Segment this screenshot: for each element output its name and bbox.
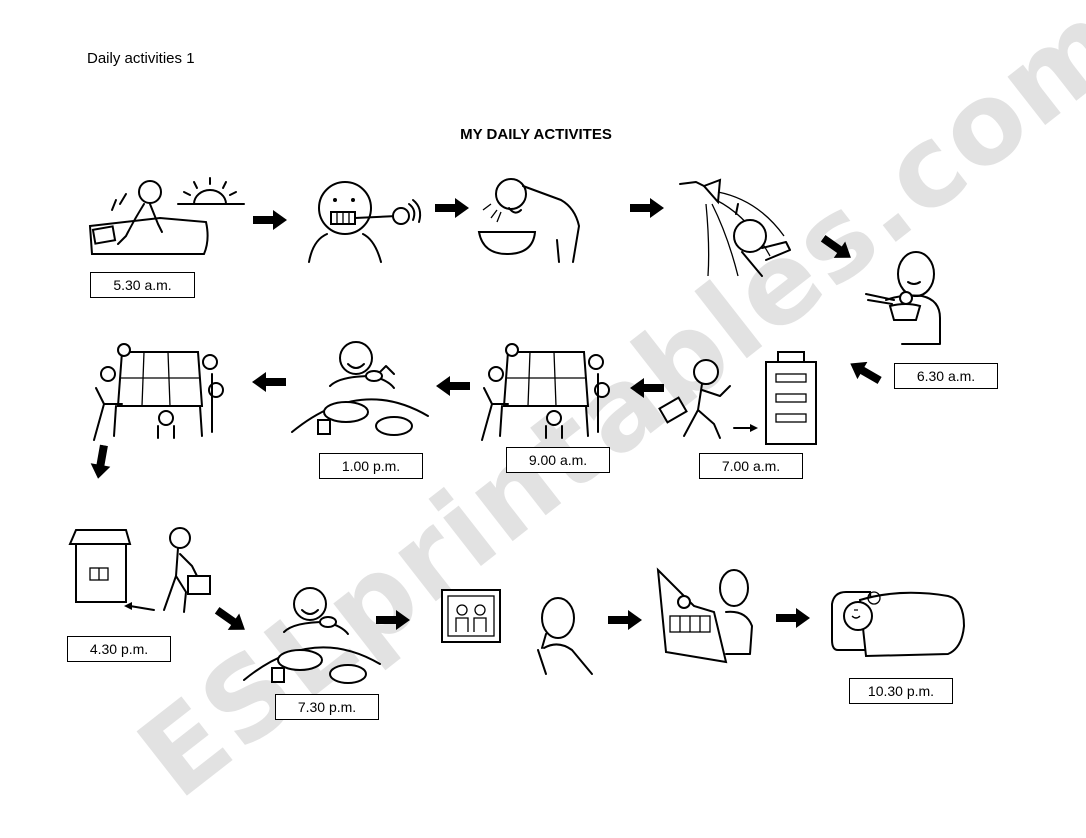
- wake-up-icon: [86, 174, 246, 260]
- arrow-icon: [436, 376, 470, 396]
- arrow-icon: [88, 444, 114, 481]
- shower-icon: [678, 176, 800, 280]
- time-label: 6.30 a.m.: [894, 363, 998, 389]
- time-label: 7.30 p.m.: [275, 694, 379, 720]
- read-newspaper-icon: [654, 566, 758, 666]
- sleep-icon: [830, 586, 966, 660]
- arrow-icon: [608, 610, 642, 630]
- arrow-icon: [253, 210, 287, 230]
- meeting-icon: [88, 343, 228, 441]
- watch-tv-icon: [440, 588, 596, 678]
- time-label: 4.30 p.m.: [67, 636, 171, 662]
- arrow-icon: [817, 230, 856, 266]
- brush-teeth-icon: [305, 174, 425, 264]
- lunch-icon: [290, 336, 430, 446]
- breakfast-icon: [862, 248, 946, 348]
- arrow-icon: [845, 355, 884, 389]
- go-to-work-icon: [658, 350, 820, 446]
- time-label: 1.00 p.m.: [319, 453, 423, 479]
- arrow-icon: [252, 372, 286, 392]
- worksheet-header: Daily activities 1: [87, 50, 195, 67]
- time-label: 10.30 p.m.: [849, 678, 953, 704]
- dinner-icon: [242, 582, 382, 692]
- time-label: 5.30 a.m.: [90, 272, 195, 298]
- arrow-icon: [776, 608, 810, 628]
- go-home-icon: [66, 526, 216, 616]
- page-title: MY DAILY ACTIVITES: [460, 126, 612, 143]
- arrow-icon: [630, 198, 664, 218]
- time-label: 9.00 a.m.: [506, 447, 610, 473]
- time-label: 7.00 a.m.: [699, 453, 803, 479]
- arrow-icon: [211, 602, 250, 638]
- arrow-icon: [435, 198, 469, 218]
- arrow-icon: [630, 378, 664, 398]
- meeting-icon: [478, 343, 614, 441]
- wash-face-icon: [475, 174, 590, 266]
- arrow-icon: [376, 610, 410, 630]
